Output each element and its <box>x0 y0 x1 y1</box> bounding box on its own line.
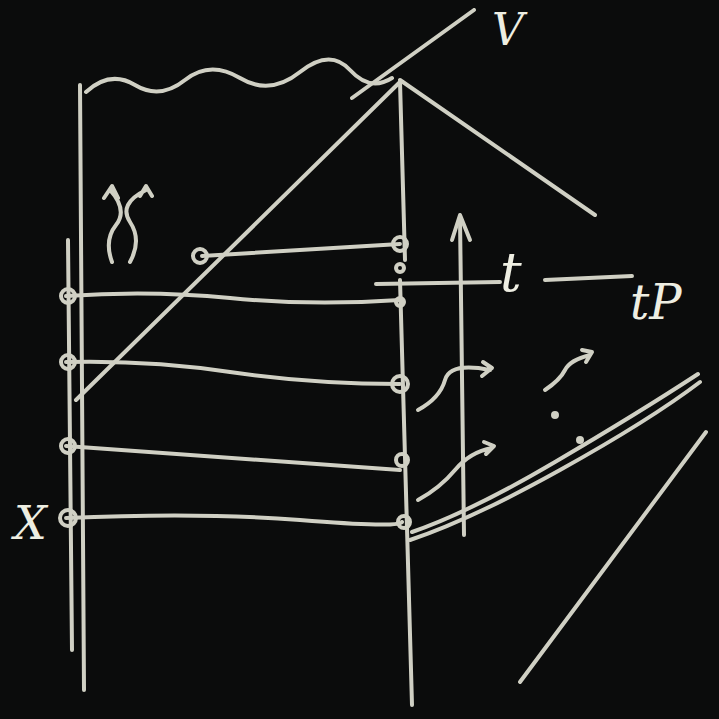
time-label: t <box>500 246 522 300</box>
page-time-label: tP <box>630 278 682 326</box>
point-label: X <box>14 500 47 546</box>
axis-label: V <box>492 8 524 52</box>
